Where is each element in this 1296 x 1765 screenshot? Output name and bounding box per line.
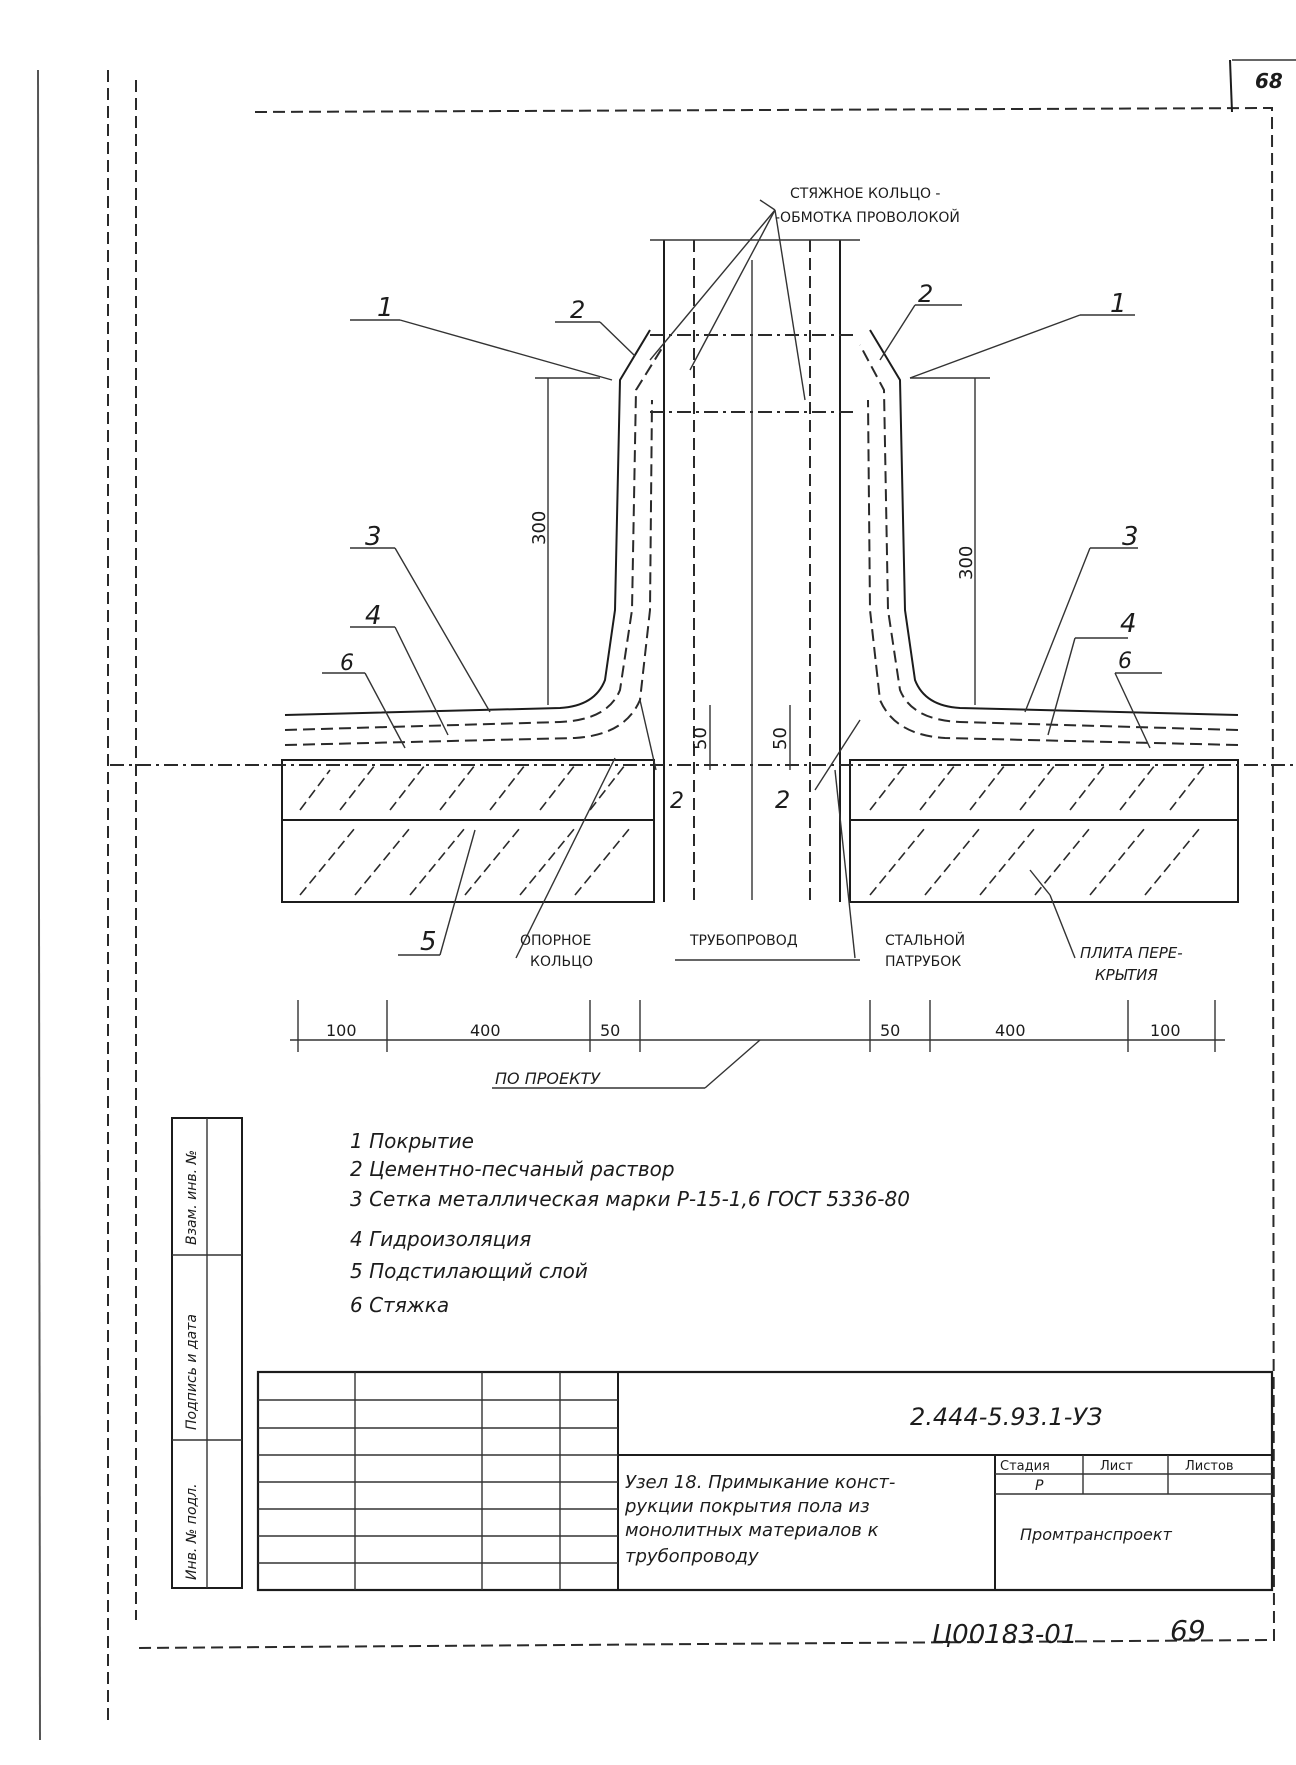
hdr-sheets: Листов — [1185, 1459, 1234, 1474]
title-line-3: монолитных материалов к — [625, 1520, 879, 1541]
scan-edge-line — [37, 69, 41, 1741]
label-support-ring-2: КОЛЬЦО — [530, 954, 593, 970]
label-tie-ring-line1: СТЯЖНОЕ КОЛЬЦО - — [790, 186, 940, 202]
dim-400-left: 400 — [470, 1021, 501, 1040]
side-stamp-replace-inv: Взам. инв. № — [184, 1150, 200, 1245]
legend-item-5: 5 Подстилающий слой — [350, 1259, 588, 1283]
callout-2-low-right: 2 — [775, 786, 790, 814]
corner-box-line — [1229, 59, 1233, 113]
coating-right — [859, 329, 1239, 746]
title-line-1: Узел 18. Примыкание конст- — [625, 1472, 895, 1493]
coating-left — [284, 329, 665, 746]
callout-3-right: 3 — [1122, 522, 1139, 552]
floor-slab-left — [281, 759, 655, 903]
side-stamp: Взам. инв. № Подпись и дата Инв. № подл. — [171, 1117, 243, 1589]
dim-300-right: 300 — [956, 546, 977, 580]
callout-6-left: 6 — [340, 651, 354, 676]
callout-2-left: 2 — [570, 296, 585, 324]
callout-2-low-left: 2 — [670, 789, 684, 814]
dim-50-left-bottom: 50 — [600, 1021, 620, 1040]
floor-slab-right — [849, 759, 1239, 903]
organization: Промтранспроект — [1020, 1525, 1173, 1544]
side-stamp-signature-date: Подпись и дата — [184, 1314, 200, 1430]
callout-6-right: 6 — [1118, 649, 1132, 674]
label-by-project: ПО ПРОЕКТУ — [495, 1069, 601, 1088]
callout-5: 5 — [420, 927, 437, 957]
footer-stamp-code: Ц00183-01 — [932, 1620, 1077, 1650]
legend-item-1: 1 Покрытие — [350, 1129, 474, 1153]
doc-code: 2.444-5.93.1-УЗ — [910, 1403, 1102, 1431]
legend-item-2: 2 Цементно-песчаный раствор — [350, 1157, 675, 1181]
label-steel-pipe-2: ПАТРУБОК — [885, 954, 961, 970]
title-line-2: рукции покрытия пола из — [624, 1496, 870, 1517]
side-stamp-original-inv: Инв. № подл. — [184, 1483, 200, 1580]
hdr-sheet: Лист — [1100, 1459, 1133, 1474]
legend: 1 Покрытие 2 Цементно-песчаный раствор 3… — [350, 1129, 910, 1317]
title-line-4: трубопроводу — [625, 1546, 759, 1567]
legend-item-4: 4 Гидроизоляция — [350, 1227, 531, 1251]
stage-value: Р — [1035, 1478, 1044, 1494]
page-number-top: 68 — [1255, 69, 1283, 93]
label-pipeline: ТРУБОПРОВОД — [689, 933, 798, 949]
dim-100-left: 100 — [326, 1021, 357, 1040]
label-support-ring-1: ОПОРНОЕ — [520, 933, 591, 949]
callout-2-right: 2 — [918, 280, 933, 308]
callout-leaders — [322, 199, 1162, 961]
label-slab-1: ПЛИТА ПЕРЕ- — [1080, 944, 1183, 962]
dim-50-right-bottom: 50 — [880, 1021, 900, 1040]
callout-4-left: 4 — [365, 601, 382, 631]
dim-300-left: 300 — [529, 511, 550, 545]
label-tie-ring-line2: -ОБМОТКА ПРОВОЛОКОЙ — [775, 208, 960, 226]
hdr-stage: Стадия — [1000, 1459, 1050, 1474]
legend-item-6: 6 Стяжка — [350, 1293, 449, 1317]
dim-50-left: 50 — [690, 727, 711, 750]
callout-1-right: 1 — [1110, 289, 1127, 319]
sheet-frame — [135, 106, 1276, 1649]
dim-100-right: 100 — [1150, 1021, 1181, 1040]
dim-400-right: 400 — [995, 1021, 1026, 1040]
dim-50-right: 50 — [770, 727, 791, 750]
dimension-lines — [290, 377, 1225, 1089]
callout-4-right: 4 — [1120, 609, 1137, 639]
label-steel-pipe-1: СТАЛЬНОЙ — [885, 931, 965, 949]
callout-3-left: 3 — [365, 522, 382, 552]
label-slab-2: КРЫТИЯ — [1095, 966, 1158, 984]
legend-item-3: 3 Сетка металлическая марки Р-15-1,6 ГОС… — [350, 1187, 910, 1211]
pipeline-drawing — [650, 239, 860, 902]
title-block: 2.444-5.93.1-УЗ Узел 18. Примыкание конс… — [256, 1370, 1274, 1592]
callout-1-left: 1 — [377, 293, 394, 323]
page-number-bottom: 69 — [1170, 1614, 1206, 1647]
